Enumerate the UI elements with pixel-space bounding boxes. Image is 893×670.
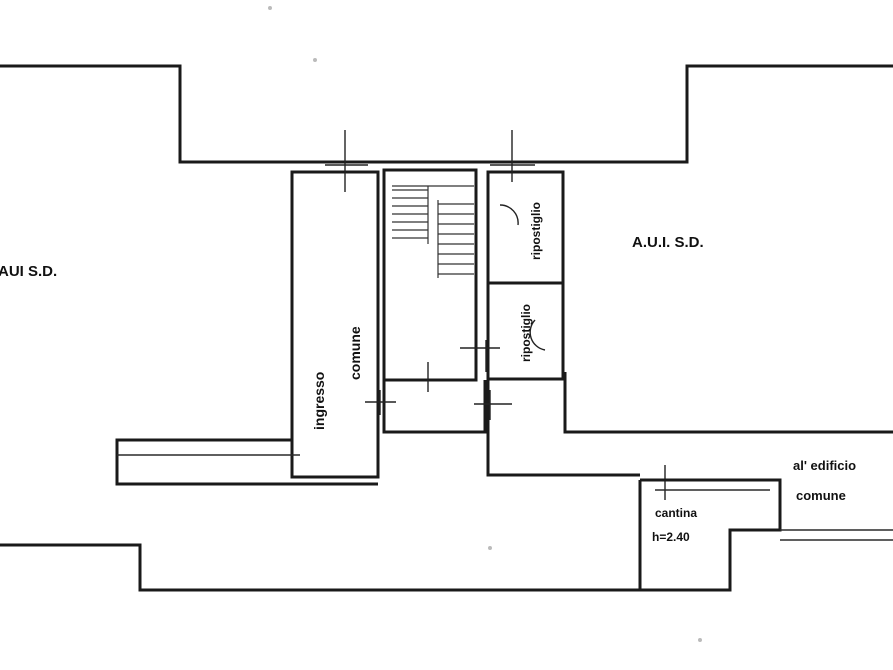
- label-unit-right: A.U.I. S.D.: [632, 234, 704, 251]
- label-ripostiglio-top: ripostiglio: [529, 202, 543, 260]
- cantina-room: [638, 478, 893, 592]
- staircase: [392, 185, 474, 278]
- door-marks: [325, 130, 666, 500]
- label-comune: comune: [347, 326, 363, 380]
- label-cantina-height: h=2.40: [652, 530, 690, 544]
- scan-noise: [268, 6, 702, 642]
- label-altra-unita-2: comune: [796, 488, 846, 503]
- label-ingresso: ingresso: [311, 372, 327, 430]
- label-ripostiglio-bottom: ripostiglio: [519, 304, 533, 362]
- label-cantina: cantina: [655, 506, 697, 520]
- label-altra-unita-1: al' edificio: [793, 458, 856, 473]
- central-core: [115, 168, 640, 486]
- outer-walls: [0, 64, 893, 592]
- label-unit-left: AUI S.D.: [0, 263, 57, 280]
